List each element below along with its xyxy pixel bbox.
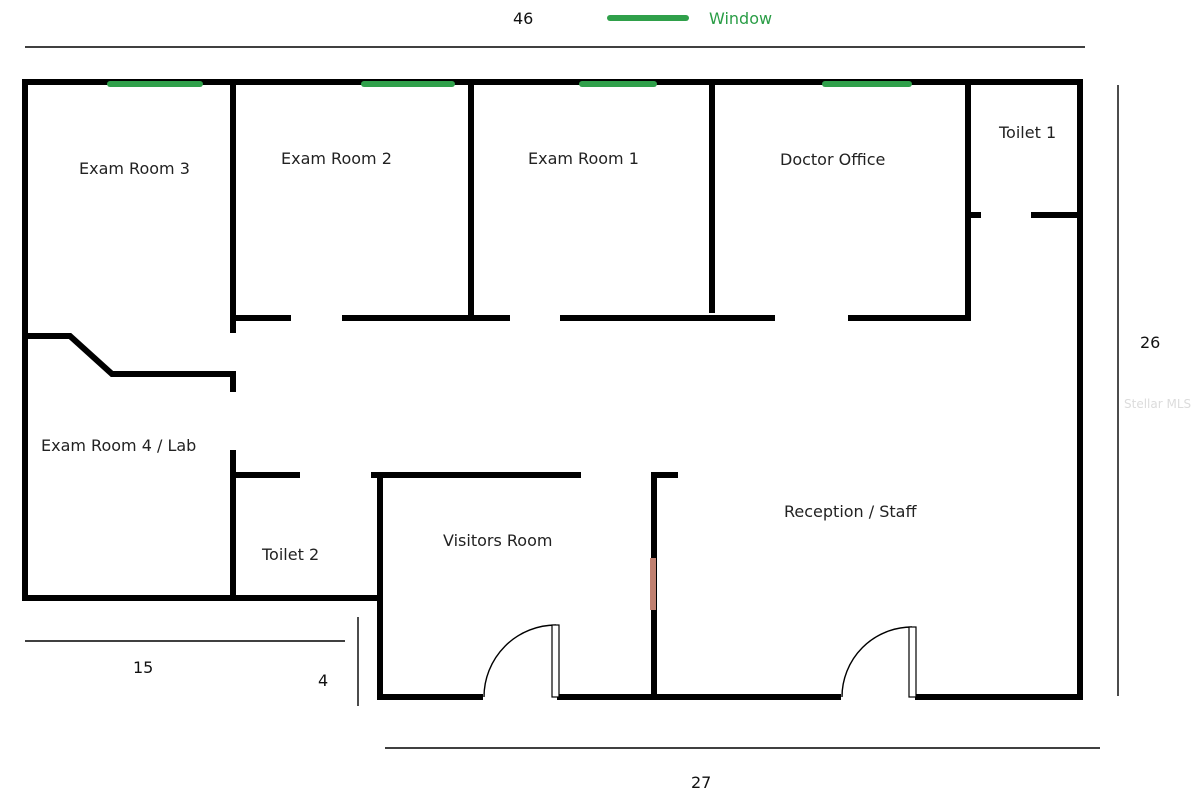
right-dimension-label: 26 <box>1140 333 1160 352</box>
room-label-exam-room-1: Exam Room 1 <box>528 149 639 168</box>
bottom-small-dimension-label: 4 <box>318 671 328 690</box>
room-label-doctor-office: Doctor Office <box>780 150 885 169</box>
room-label-exam-room-4: Exam Room 4 / Lab <box>41 436 196 455</box>
top-dimension-label: 46 <box>513 9 533 28</box>
room-label-reception: Reception / Staff <box>784 502 917 521</box>
bottom-left-dimension-label: 15 <box>133 658 153 677</box>
bottom-dimension-label: 27 <box>691 773 711 792</box>
entry-door-visitors <box>483 624 560 698</box>
room-label-toilet-1: Toilet 1 <box>998 123 1056 142</box>
room-label-exam-room-3: Exam Room 3 <box>79 159 190 178</box>
interior-door-panel <box>650 558 656 610</box>
room-label-toilet-2: Toilet 2 <box>261 545 319 564</box>
legend-window-label: Window <box>709 9 772 28</box>
room-label-exam-room-2: Exam Room 2 <box>281 149 392 168</box>
watermark: Stellar MLS <box>1124 397 1191 411</box>
room-label-visitors-room: Visitors Room <box>443 531 552 550</box>
entry-door-reception <box>841 626 917 698</box>
